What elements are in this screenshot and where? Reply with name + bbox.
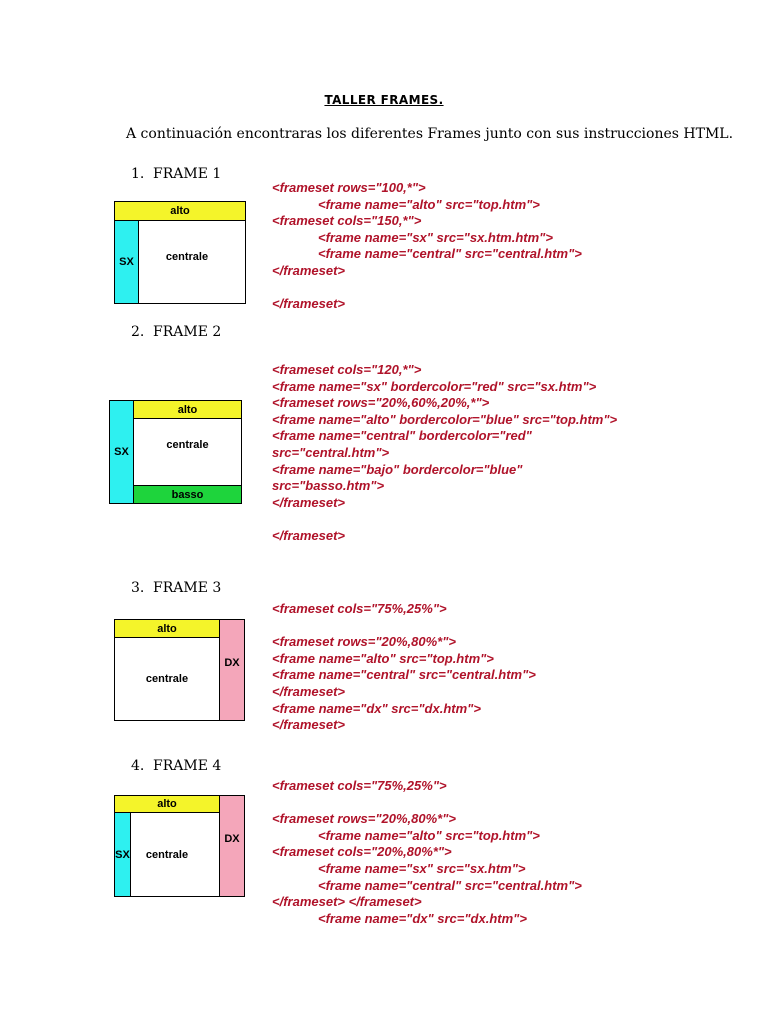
pane-centrale: centrale [130,812,220,897]
section-number: 4. [131,758,145,774]
code-line [272,511,617,528]
code-line: <frameset rows="20%,80%*"> [272,634,456,650]
pane-basso: basso [133,485,242,504]
section-number: 3. [131,580,145,596]
code-line: <frame name="alto" src="top.htm"> [272,650,494,666]
code-line: <frame name="bajo" bordercolor="blue" [272,461,523,477]
code-line: <frame name="central" src="central.htm"> [318,246,582,262]
code-line: <frameset cols="120,*"> [272,362,422,377]
section-title: FRAME 2 [153,324,222,340]
section-number: 2. [131,324,145,340]
section-heading-3: 3. FRAME 3 [131,580,221,596]
document-title: Taller Frames. [324,93,444,107]
section-title: FRAME 1 [153,166,222,182]
code-line: <frame name="alto" src="top.htm"> [318,196,540,212]
pane-alto: alto [114,795,220,813]
pane-dx: DX [219,619,245,721]
code-line: </frameset> [272,494,345,510]
code-line: </frameset> [272,296,345,312]
code-line: </frameset> </frameset> [272,894,422,910]
code-line [272,280,582,297]
code-line: <frame name="alto" src="top.htm"> [318,827,540,843]
code-line: <frame name="dx" src="dx.htm"> [318,910,527,926]
code-line: </frameset> [272,717,345,733]
frame-diagram-2: SX alto centrale basso [109,400,242,504]
pane-dx: DX [219,795,245,897]
pane-sx: SX [114,220,139,304]
code-line: <frame name="sx" src="sx.htm.htm"> [318,229,553,245]
code-line: <frame name="sx" bordercolor="red" src="… [272,378,597,394]
pane-alto: alto [133,400,242,419]
code-line: <frame name="alto" bordercolor="blue" sr… [272,411,618,427]
section-number: 1. [131,166,145,182]
code-line [272,618,536,635]
code-line: <frameset rows="100,*"> [272,180,426,195]
code-line: </frameset> [272,683,345,699]
pane-alto: alto [114,619,220,638]
code-line: <frameset rows="20%,80%*"> [272,811,456,827]
code-line: <frame name="dx" src="dx.htm"> [272,700,481,716]
code-line: src="central.htm"> [272,444,390,460]
pane-centrale: centrale [133,418,242,486]
pane-sx: SX [109,400,134,504]
code-line: <frameset cols="20%,80%*"> [272,844,452,860]
code-line: <frameset cols="150,*"> [272,213,422,229]
frame-diagram-1: alto SX centrale [114,201,246,304]
code-block-3: <frameset cols="75%,25%"> <frameset rows… [272,601,536,734]
code-line: </frameset> [272,527,345,543]
code-block-4: <frameset cols="75%,25%"> <frameset rows… [272,778,582,927]
code-line: <frame name="central" bordercolor="red" [272,428,532,444]
section-title: FRAME 3 [153,580,222,596]
pane-sx: SX [114,812,131,897]
code-line: <frame name="central" src="central.htm"> [272,667,536,683]
code-line: <frameset cols="75%,25%"> [272,601,447,616]
pane-centrale: centrale [138,220,246,304]
code-line: <frameset rows="20%,60%,20%,*"> [272,395,490,411]
section-heading-1: 1. FRAME 1 [131,166,221,182]
code-line: <frame name="sx" src="sx.htm"> [318,860,526,876]
code-block-2: <frameset cols="120,*"> <frame name="sx"… [272,362,617,545]
code-line: <frame name="central" src="central.htm"> [318,877,582,893]
pane-alto: alto [114,201,246,221]
section-heading-4: 4. FRAME 4 [131,758,221,774]
frame-diagram-3: alto centrale DX [114,619,245,721]
code-line: </frameset> [272,262,345,278]
code-line [272,795,582,812]
code-line: <frameset cols="75%,25%"> [272,778,447,793]
section-title: FRAME 4 [153,758,222,774]
frame-diagram-4: alto SX centrale DX [114,795,245,897]
section-heading-2: 2. FRAME 2 [131,324,221,340]
intro-text: A continuación encontraras los diferente… [126,126,734,142]
code-block-1: <frameset rows="100,*"> <frame name="alt… [272,180,582,313]
pane-centrale: centrale [114,637,220,721]
code-line: src="basso.htm"> [272,478,385,494]
